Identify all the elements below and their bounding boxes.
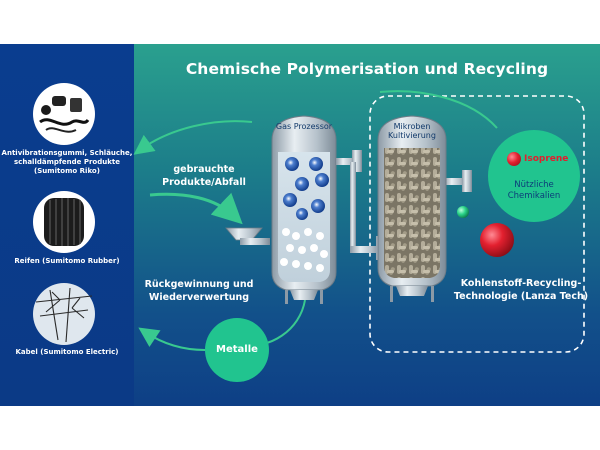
label-recovery: Rückgewinnung und Wiederverwertung (144, 279, 254, 303)
metals-circle (205, 318, 269, 382)
red-molecule-icon (480, 223, 514, 257)
microbe-vessel (377, 115, 447, 302)
label-carbon-recycling: Kohlenstoff-Recycling-Technologie (Lanza… (453, 278, 589, 302)
label-gas-processor: Gas Prozessor (275, 122, 333, 131)
tire-icon (33, 191, 95, 253)
arrow-to-recovery (138, 327, 206, 351)
lanzatech-dashed-frame (369, 95, 585, 353)
rubber-parts-icon (33, 83, 95, 145)
label-used-products: gebrauchte Produkte/Abfall (162, 164, 246, 188)
label-metals: Metalle (216, 344, 258, 355)
cable-icon (33, 283, 95, 345)
sidebar-label-cables: Kabel (Sumitomo Electric) (15, 348, 119, 356)
arrow-to-products (133, 120, 253, 155)
arrow-waste-in (149, 192, 243, 225)
isoprene-molecule-icon (507, 152, 521, 166)
arrow-chemicals-loop (379, 90, 498, 129)
gas-bubbles (280, 157, 329, 272)
sidebar-label-tires: Reifen (Sumitomo Rubber) (14, 257, 120, 265)
label-useful-chemicals: Nützliche Chemikalien (507, 180, 561, 201)
label-isoprene: Isoprene (524, 154, 569, 164)
green-molecule-icon (457, 206, 469, 218)
inlet-pipe (240, 238, 270, 245)
sidebar-label-rubber: Antivibrationsgummi, Schläuche, schalldä… (1, 149, 133, 175)
useful-chemicals-circle (488, 130, 580, 222)
page-title: Chemische Polymerisation und Recycling (185, 60, 549, 78)
label-microbe-cultivation: Mikroben Kultivierung (388, 122, 436, 140)
